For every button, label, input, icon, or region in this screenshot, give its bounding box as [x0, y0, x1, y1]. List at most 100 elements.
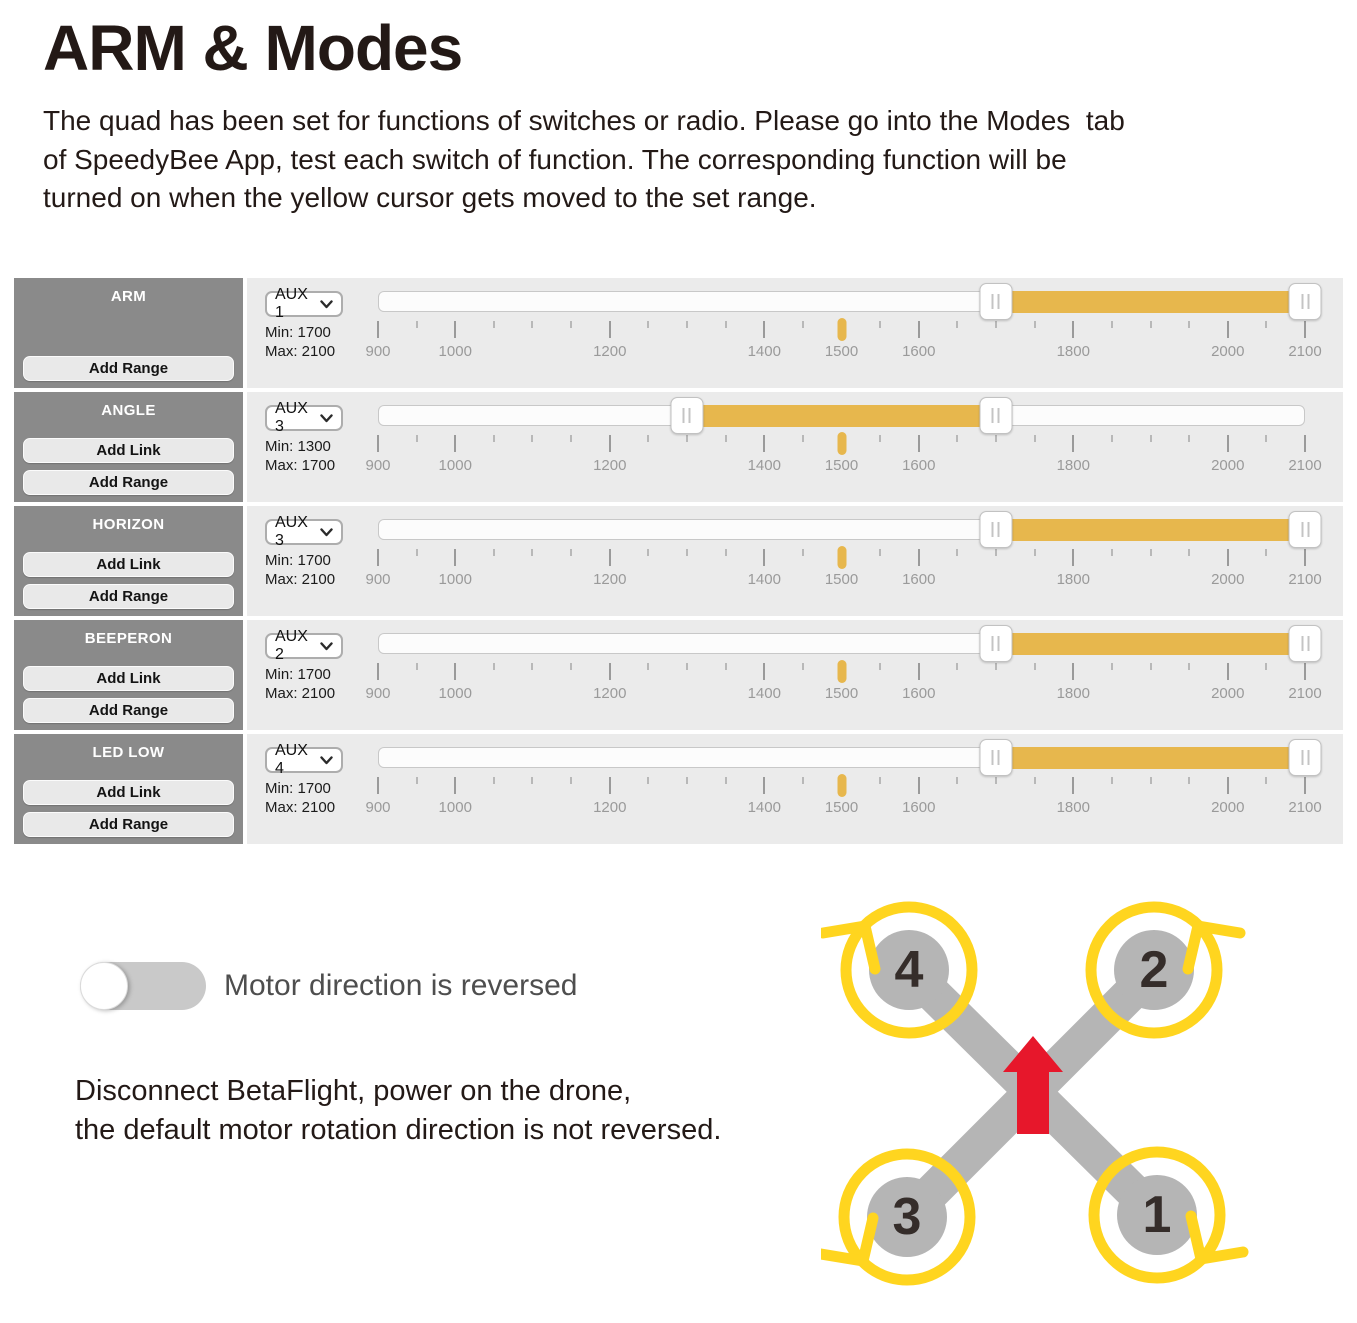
- tick-label: 900: [365, 685, 391, 702]
- tick-mark: [1033, 777, 1036, 784]
- slider-handle-max[interactable]: [1288, 511, 1322, 548]
- page-title: ARM & Modes: [43, 12, 463, 84]
- modes-list: ARM Add Range AUX 1 Min: 1700 Max: 2100: [14, 278, 1343, 848]
- toggle-label: Motor direction is reversed: [224, 969, 578, 1002]
- tick-mark: [1226, 435, 1229, 452]
- chevron-down-icon: [320, 413, 333, 422]
- tick-mark: [377, 435, 379, 452]
- aux-select[interactable]: AUX 2: [265, 628, 343, 663]
- tick-mark: [994, 663, 997, 670]
- slider-handle-min[interactable]: [979, 625, 1013, 662]
- tick-label: 2000: [1211, 457, 1245, 474]
- mode-title: ANGLE: [101, 402, 156, 419]
- add-link-button[interactable]: Add Link: [23, 780, 234, 805]
- mode-panel: ARM Add Range: [14, 278, 243, 388]
- tick-mark: [608, 663, 611, 680]
- slider-handle-max[interactable]: [1288, 625, 1322, 662]
- motor-rotation-circle: [1085, 901, 1223, 1039]
- motor-rotation-circle: [1088, 1146, 1226, 1284]
- rotation-arrow-icon: [1182, 920, 1246, 975]
- tick-label: 2100: [1288, 685, 1322, 702]
- tick-mark: [956, 663, 959, 670]
- tick-mark: [570, 435, 573, 442]
- tick-mark: [1304, 321, 1306, 338]
- tick-mark: [956, 549, 959, 556]
- intro-line: turned on when the yellow cursor gets mo…: [43, 182, 817, 213]
- max-label: Max: 2100: [265, 799, 336, 816]
- add-link-button[interactable]: Add Link: [23, 438, 234, 463]
- add-link-button[interactable]: Add Link: [23, 552, 234, 577]
- aux-select-value: AUX 1: [275, 286, 308, 321]
- tick-mark: [454, 549, 457, 566]
- aux-select[interactable]: AUX 3: [265, 400, 343, 435]
- add-link-button[interactable]: Add Link: [23, 666, 234, 691]
- tick-mark: [608, 321, 611, 338]
- tick-mark: [1188, 663, 1191, 670]
- rotation-arrow-icon: [817, 920, 881, 975]
- slider-track[interactable]: [378, 746, 1305, 769]
- add-range-button[interactable]: Add Range: [23, 356, 234, 381]
- motor-rotation-circle: [840, 901, 978, 1039]
- tick-mark: [492, 549, 495, 556]
- add-range-button[interactable]: Add Range: [23, 470, 234, 495]
- tick-label: 1200: [593, 571, 627, 588]
- tick-mark: [492, 435, 495, 442]
- tick-mark: [801, 663, 804, 670]
- motor-3: 3: [815, 1148, 976, 1286]
- tick-mark: [1188, 321, 1191, 328]
- motor-number: 1: [1143, 1186, 1172, 1244]
- panel-spacer: [14, 419, 243, 438]
- motor-mount: [867, 1177, 947, 1257]
- channel-value-cursor: [837, 432, 846, 455]
- tick-label: 2100: [1288, 571, 1322, 588]
- slider-handle-min[interactable]: [979, 511, 1013, 548]
- tick-mark: [1226, 549, 1229, 566]
- toggle-knob[interactable]: [80, 962, 128, 1010]
- aux-select[interactable]: AUX 1: [265, 286, 343, 321]
- aux-select[interactable]: AUX 3: [265, 514, 343, 549]
- handle-grip-icon: [991, 408, 1000, 423]
- channel-value-cursor: [837, 318, 846, 341]
- slider-handle-max[interactable]: [1288, 283, 1322, 320]
- slider-track[interactable]: [378, 290, 1305, 313]
- panel-spacer: [14, 647, 243, 666]
- slider-handle-min[interactable]: [979, 739, 1013, 776]
- slider-track[interactable]: [378, 404, 1305, 427]
- tick-mark: [415, 321, 418, 328]
- add-range-button[interactable]: Add Range: [23, 584, 234, 609]
- tick-mark: [801, 777, 804, 784]
- tick-label: 900: [365, 343, 391, 360]
- slider-handle-max[interactable]: [1288, 739, 1322, 776]
- tick-mark: [1304, 549, 1306, 566]
- aux-select[interactable]: AUX 4: [265, 742, 343, 777]
- tick-mark: [879, 321, 882, 328]
- tick-mark: [1149, 777, 1152, 784]
- slider-handle-min[interactable]: [979, 283, 1013, 320]
- motor-4: 4: [817, 901, 978, 1039]
- add-range-button[interactable]: Add Range: [23, 698, 234, 723]
- handle-grip-icon: [1301, 294, 1309, 309]
- slider-track[interactable]: [378, 632, 1305, 655]
- tick-mark: [763, 321, 766, 338]
- slider-track[interactable]: [378, 518, 1305, 541]
- slider-handle-max[interactable]: [979, 397, 1013, 434]
- tick-mark: [763, 663, 766, 680]
- tick-mark: [917, 663, 920, 680]
- add-range-button[interactable]: Add Range: [23, 812, 234, 837]
- motor-direction-toggle[interactable]: [80, 962, 206, 1010]
- tick-label: 1000: [438, 685, 472, 702]
- slider-handle-min[interactable]: [670, 397, 704, 434]
- range-fill: [995, 290, 1304, 313]
